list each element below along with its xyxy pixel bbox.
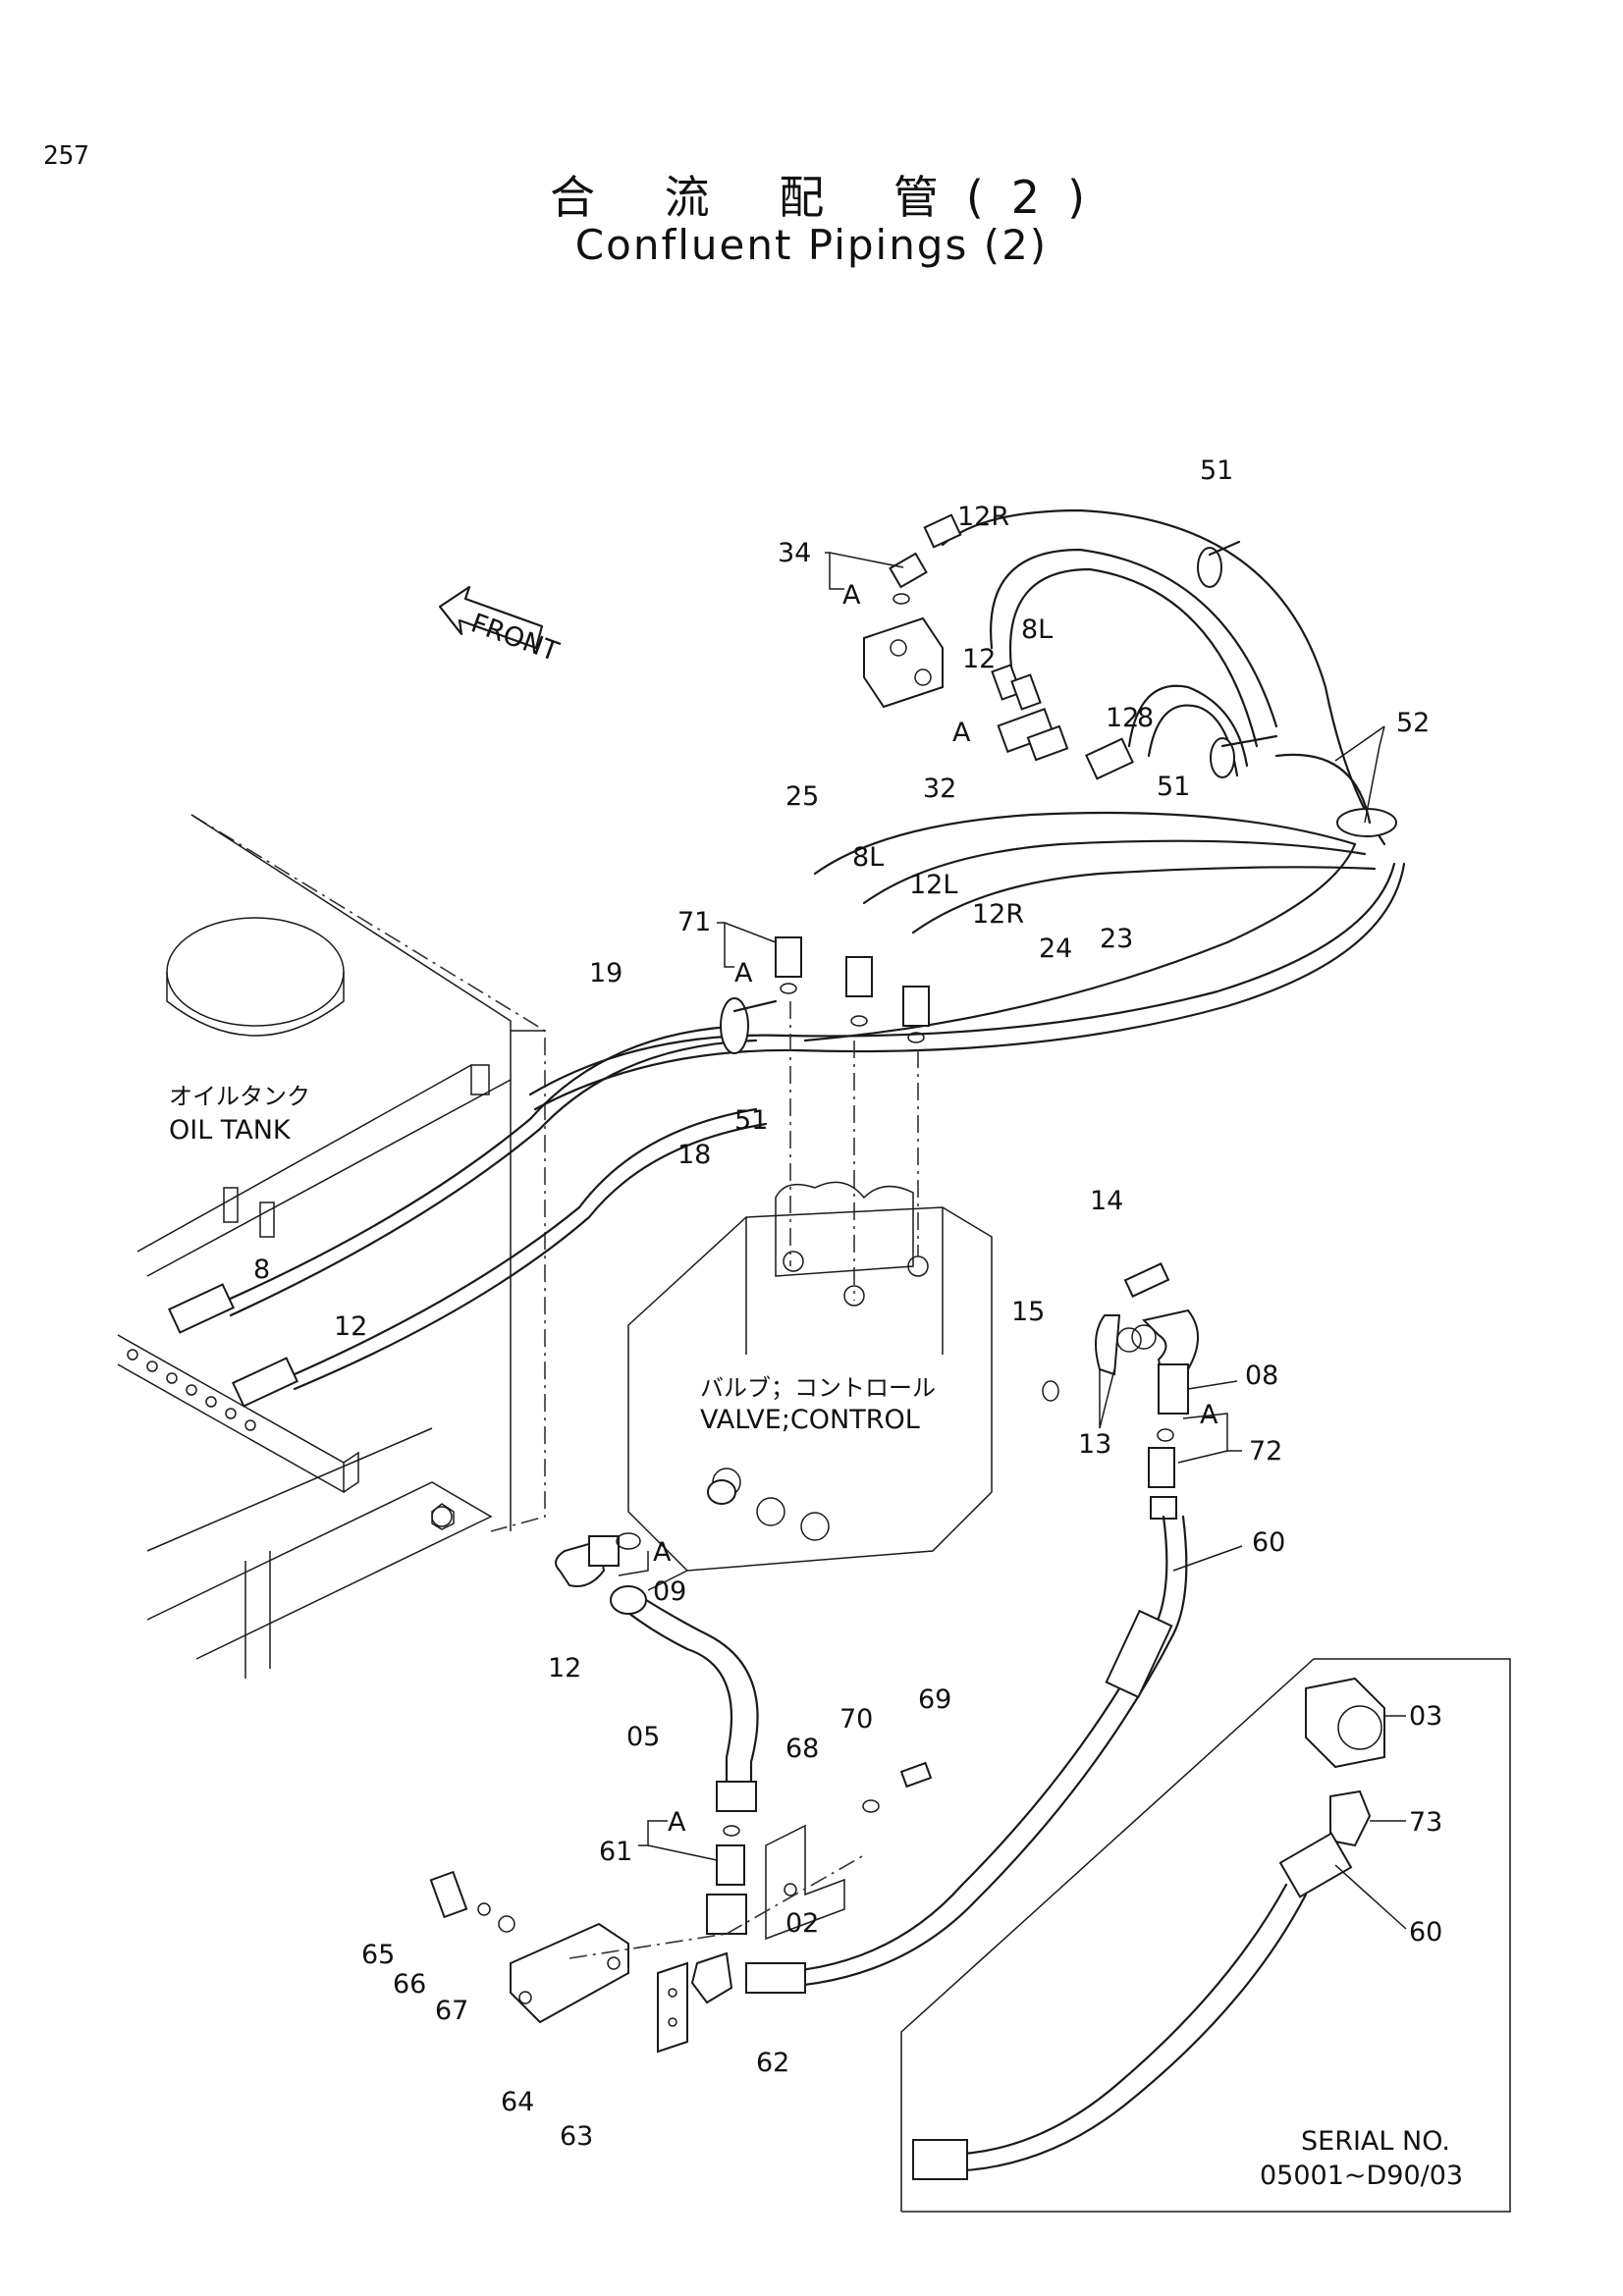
hose-60 — [745, 1515, 1188, 1994]
callout-8-a: 8 — [1137, 703, 1154, 733]
callout-A-5: A — [653, 1537, 672, 1568]
serial-inset-box — [900, 1658, 1511, 2213]
adapter-fittings-71 — [775, 936, 930, 1301]
control-valve-label-jp: バルブ；コントロール — [700, 1374, 936, 1402]
callout-63: 63 — [560, 2121, 593, 2152]
callout-32: 32 — [923, 774, 956, 804]
callout-12-a: 12 — [962, 644, 996, 674]
callout-51-top: 51 — [1200, 455, 1233, 486]
callout-13: 13 — [1078, 1429, 1111, 1460]
callout-52: 52 — [1396, 708, 1430, 738]
callout-73: 73 — [1409, 1807, 1442, 1838]
control-valve-label-en: VALVE;CONTROL — [700, 1405, 920, 1435]
callout-A-3: A — [734, 958, 753, 988]
oil-tank-label-en: OIL TANK — [169, 1115, 292, 1146]
callout-09: 09 — [653, 1576, 686, 1607]
callout-51-lower: 51 — [734, 1105, 768, 1136]
callout-61: 61 — [599, 1837, 632, 1867]
hose-bundle-52 — [1274, 753, 1397, 837]
callout-08: 08 — [1245, 1361, 1278, 1391]
callout-12-b: 12 — [1106, 703, 1139, 733]
right-fittings — [1042, 1262, 1199, 1520]
oil-tank-label-jp: オイルタンク — [169, 1083, 310, 1110]
callout-68: 68 — [785, 1734, 819, 1764]
callout-25: 25 — [785, 781, 819, 812]
clamp-51-middle — [1210, 734, 1278, 778]
title-japanese: 合 流 配 管(2) — [549, 171, 1113, 224]
callout-12-tank: 12 — [334, 1311, 367, 1342]
callout-60-b: 60 — [1409, 1917, 1442, 1948]
callout-12-c: 12 — [548, 1653, 581, 1683]
control-valve — [627, 1181, 993, 1572]
callout-15: 15 — [1011, 1297, 1045, 1327]
serial-line-2: 05001~D90/03 — [1260, 2161, 1463, 2191]
callout-67: 67 — [435, 1996, 468, 2026]
callout-65: 65 — [361, 1940, 395, 1970]
callout-8L: 8L — [852, 842, 884, 873]
callout-64: 64 — [501, 2087, 534, 2117]
title-english: Confluent Pipings (2) — [574, 221, 1049, 269]
callout-05: 05 — [626, 1722, 660, 1752]
serial-line-1: SERIAL NO. — [1301, 2126, 1450, 2157]
callout-A-6: A — [668, 1807, 686, 1838]
callout-24: 24 — [1039, 934, 1072, 964]
callout-70: 70 — [839, 1704, 873, 1735]
clamp-51-upper — [1197, 540, 1241, 588]
left-lower-parts — [429, 1532, 933, 2054]
callout-60-a: 60 — [1252, 1527, 1285, 1558]
callout-A-2: A — [952, 718, 971, 748]
callout-72: 72 — [1249, 1436, 1282, 1467]
callout-12L: 12L — [909, 870, 957, 900]
callout-19: 19 — [589, 958, 622, 988]
callout-71: 71 — [677, 907, 711, 937]
callout-69: 69 — [918, 1684, 951, 1715]
page-number: 257 — [43, 141, 89, 171]
callout-02: 02 — [785, 1908, 819, 1939]
callout-14: 14 — [1090, 1186, 1123, 1216]
tank-hoses — [167, 1024, 768, 1408]
callout-34: 34 — [778, 538, 811, 568]
callout-62: 62 — [756, 2048, 789, 2078]
clamp-51-lower — [720, 997, 778, 1054]
manifold-block — [863, 513, 1134, 780]
callout-A-1: A — [842, 580, 861, 611]
callout-8-tank: 8 — [253, 1255, 270, 1285]
callout-51-middle: 51 — [1157, 772, 1190, 802]
oil-tank — [117, 814, 546, 1679]
front-arrow-icon: FRONT — [438, 585, 563, 667]
tank-holes — [127, 1349, 256, 1431]
callout-23: 23 — [1100, 924, 1133, 954]
callout-12R: 12R — [972, 899, 1024, 930]
callout-8L-top: 8L — [1021, 614, 1053, 645]
callout-66: 66 — [393, 1969, 426, 2000]
callout-18: 18 — [677, 1140, 711, 1170]
callout-12R-top: 12R — [957, 502, 1009, 532]
main-hoses — [528, 842, 1406, 1111]
callout-03: 03 — [1409, 1701, 1442, 1732]
upper-hoses — [813, 508, 1386, 934]
